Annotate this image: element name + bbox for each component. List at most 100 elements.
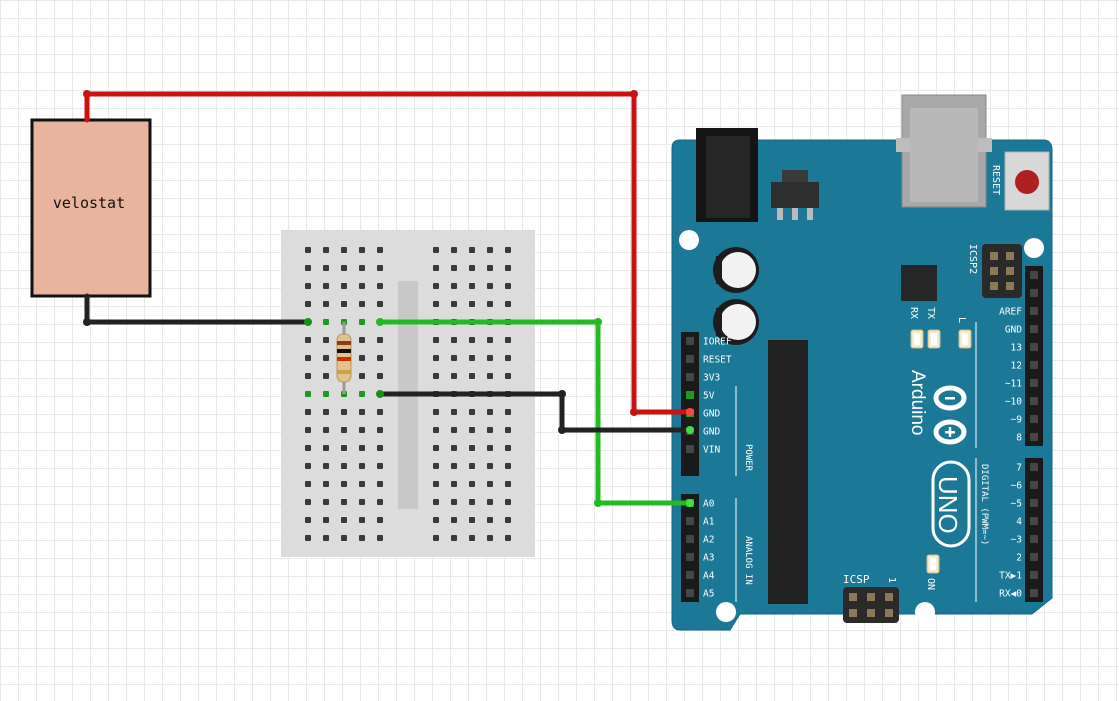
header-pin[interactable] (1030, 499, 1038, 507)
breadboard-hole[interactable] (469, 463, 475, 469)
breadboard-hole[interactable] (433, 427, 439, 433)
breadboard-hole[interactable] (359, 247, 365, 253)
header-pin[interactable] (686, 373, 694, 381)
breadboard-hole[interactable] (305, 301, 311, 307)
breadboard-hole[interactable] (433, 265, 439, 271)
header-pin[interactable] (686, 571, 694, 579)
header-pin[interactable] (686, 517, 694, 525)
breadboard-hole[interactable] (377, 427, 383, 433)
breadboard-hole[interactable] (305, 355, 311, 361)
header-pin[interactable] (686, 553, 694, 561)
reset-button-cap[interactable] (1015, 170, 1039, 194)
breadboard-hole[interactable] (305, 373, 311, 379)
breadboard-hole[interactable] (359, 373, 365, 379)
breadboard-hole[interactable] (359, 409, 365, 415)
breadboard-hole[interactable] (433, 463, 439, 469)
reset-button[interactable] (1004, 151, 1050, 211)
header-pin[interactable] (1030, 307, 1038, 315)
breadboard-hole[interactable] (359, 535, 365, 541)
arduino-uno-board[interactable]: RESET ICSP2 (671, 94, 1053, 631)
header-pin[interactable] (1030, 379, 1038, 387)
breadboard-hole[interactable] (377, 535, 383, 541)
breadboard-hole[interactable] (487, 247, 493, 253)
breadboard-hole[interactable] (323, 445, 329, 451)
breadboard-hole[interactable] (359, 463, 365, 469)
header-pin[interactable] (1030, 361, 1038, 369)
breadboard-hole[interactable] (359, 337, 365, 343)
breadboard-hole[interactable] (305, 409, 311, 415)
breadboard-hole[interactable] (469, 427, 475, 433)
breadboard-hole[interactable] (451, 373, 457, 379)
breadboard-hole[interactable] (305, 265, 311, 271)
breadboard-hole[interactable] (359, 355, 365, 361)
breadboard-hole[interactable] (487, 535, 493, 541)
breadboard-hole[interactable] (377, 445, 383, 451)
breadboard-hole[interactable] (451, 535, 457, 541)
breadboard-hole[interactable] (433, 517, 439, 523)
velostat-sensor[interactable]: velostat (30, 118, 152, 298)
header-pin[interactable] (1030, 343, 1038, 351)
breadboard-hole[interactable] (505, 247, 511, 253)
breadboard-hole[interactable] (377, 517, 383, 523)
breadboard-hole[interactable] (377, 265, 383, 271)
breadboard-hole[interactable] (505, 265, 511, 271)
header-pin[interactable] (1030, 571, 1038, 579)
breadboard-hole[interactable] (451, 301, 457, 307)
breadboard-hole[interactable] (487, 427, 493, 433)
breadboard-hole[interactable] (451, 463, 457, 469)
header-pin[interactable] (1030, 325, 1038, 333)
breadboard-hole[interactable] (451, 427, 457, 433)
breadboard-hole[interactable] (469, 409, 475, 415)
breadboard-hole[interactable] (341, 445, 347, 451)
header-pin[interactable] (686, 445, 694, 453)
breadboard-hole[interactable] (505, 373, 511, 379)
breadboard-hole[interactable] (505, 463, 511, 469)
breadboard-hole[interactable] (323, 247, 329, 253)
breadboard-hole[interactable] (305, 535, 311, 541)
breadboard-hole[interactable] (433, 445, 439, 451)
breadboard-hole[interactable] (487, 499, 493, 505)
header-pin[interactable] (1030, 415, 1038, 423)
breadboard-hole[interactable] (505, 337, 511, 343)
breadboard-hole[interactable] (505, 499, 511, 505)
breadboard-hole[interactable] (305, 337, 311, 343)
header-pin[interactable] (1030, 589, 1038, 597)
breadboard-hole[interactable] (323, 391, 329, 397)
breadboard-hole[interactable] (359, 319, 365, 325)
breadboard-hole[interactable] (305, 391, 311, 397)
header-pin[interactable] (1030, 397, 1038, 405)
header-pin[interactable] (1030, 289, 1038, 297)
breadboard-hole[interactable] (433, 409, 439, 415)
breadboard-hole[interactable] (341, 247, 347, 253)
breadboard-hole[interactable] (469, 481, 475, 487)
breadboard-hole[interactable] (323, 535, 329, 541)
breadboard-hole[interactable] (487, 265, 493, 271)
breadboard-hole[interactable] (323, 409, 329, 415)
breadboard-hole[interactable] (469, 265, 475, 271)
breadboard-hole[interactable] (323, 301, 329, 307)
header-pin[interactable] (1030, 463, 1038, 471)
breadboard-hole[interactable] (305, 247, 311, 253)
breadboard-hole[interactable] (451, 481, 457, 487)
breadboard-hole[interactable] (451, 445, 457, 451)
breadboard-hole[interactable] (359, 517, 365, 523)
header-pin[interactable] (1030, 535, 1038, 543)
breadboard-hole[interactable] (469, 283, 475, 289)
breadboard-hole[interactable] (433, 535, 439, 541)
breadboard-hole[interactable] (469, 535, 475, 541)
breadboard-hole[interactable] (451, 517, 457, 523)
breadboard-hole[interactable] (341, 481, 347, 487)
breadboard-hole[interactable] (341, 499, 347, 505)
header-pin[interactable] (686, 337, 694, 345)
header-pin[interactable] (1030, 433, 1038, 441)
breadboard-hole[interactable] (469, 517, 475, 523)
breadboard-hole[interactable] (505, 445, 511, 451)
breadboard-hole[interactable] (433, 481, 439, 487)
wire-velostat-to-breadboard[interactable] (84, 293, 311, 325)
breadboard-hole[interactable] (505, 301, 511, 307)
breadboard-hole[interactable] (359, 499, 365, 505)
breadboard-hole[interactable] (341, 301, 347, 307)
breadboard-hole[interactable] (487, 463, 493, 469)
breadboard-hole[interactable] (433, 337, 439, 343)
breadboard-hole[interactable] (305, 481, 311, 487)
